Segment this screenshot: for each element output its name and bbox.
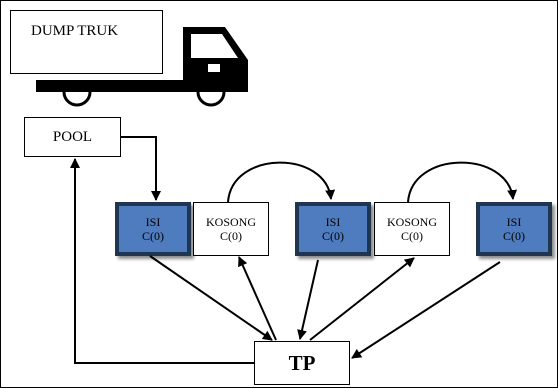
node-value: C(0) (220, 229, 242, 243)
node-type: KOSONG (205, 215, 256, 229)
arrow-isi3-to-tp (351, 261, 501, 359)
arrow-kosong1-to-isi2 (227, 161, 336, 203)
node-value: C(0) (401, 229, 423, 243)
arrow-tp-to-pool (70, 158, 254, 364)
tp-node: TP (254, 341, 350, 385)
node-type: KOSONG (386, 215, 437, 229)
node-value: C(0) (503, 229, 525, 243)
node-type: ISI (325, 215, 341, 229)
arrow-kosong2-to-isi3 (407, 161, 518, 203)
isi-node-1: ISI C(0) (115, 202, 191, 256)
arrow-isi2-to-tp (297, 259, 319, 340)
arrow-tp-to-kosong2 (309, 257, 415, 341)
tp-label: TP (288, 350, 316, 375)
kosong-node-2: KOSONG C(0) (374, 202, 450, 256)
isi-node-2: ISI C(0) (295, 202, 371, 256)
diagram-title: DUMP TRUK (10, 10, 163, 74)
node-type: ISI (145, 215, 161, 229)
pool-label: POOL (52, 128, 93, 145)
kosong-node-1: KOSONG C(0) (193, 202, 269, 256)
node-value: C(0) (322, 229, 344, 243)
diagram-title-text: DUMP TRUK (31, 23, 119, 39)
node-type: ISI (506, 215, 522, 229)
arrow-isi1-to-tp (149, 255, 273, 341)
node-value: C(0) (142, 229, 164, 243)
arrow-pool-to-isi (121, 136, 161, 201)
isi-node-3: ISI C(0) (476, 202, 552, 256)
arrow-tp-to-kosong1 (238, 256, 277, 341)
pool-node: POOL (24, 117, 121, 157)
